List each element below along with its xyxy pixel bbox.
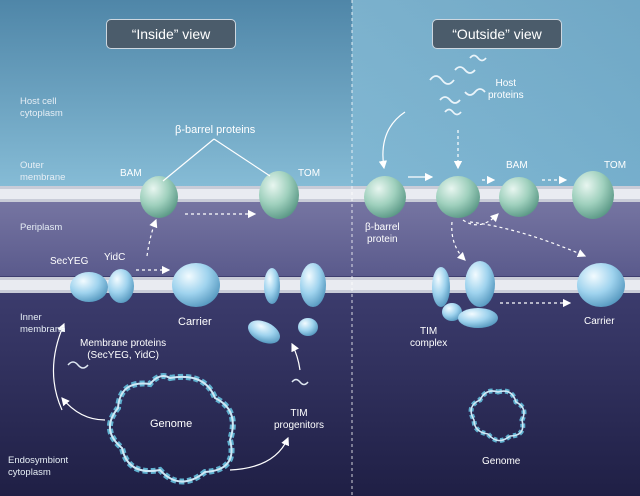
tom-label-right: TOM <box>604 160 627 171</box>
host-proteins-label: Host proteins <box>488 78 524 101</box>
genome-label-left: Genome <box>150 418 193 430</box>
inner-membrane-label: Inner membrane <box>20 312 66 335</box>
yidc-label: YidC <box>104 252 126 263</box>
beta-barrel-proteins-label: β-barrel proteins <box>175 124 256 136</box>
genome-label-right: Genome <box>482 456 521 467</box>
outside-view-title: “Outside” view <box>432 19 562 49</box>
periplasm-label: Periplasm <box>20 222 63 233</box>
bam-label-left: BAM <box>120 168 142 179</box>
beta-barrel-protein-label: β-barrel protein <box>365 222 400 245</box>
tim-complex-label: TIM complex <box>410 326 448 349</box>
membrane-proteins-label: Membrane proteins (SecYEG, YidC) <box>80 338 167 361</box>
endosymbiont-cytoplasm-label: Endosymbiont cytoplasm <box>8 455 69 478</box>
genome-left-shape <box>107 373 236 485</box>
tom-label-left: TOM <box>298 168 321 179</box>
inside-view-title: “Inside” view <box>106 19 236 49</box>
bam-label-right: BAM <box>506 160 528 171</box>
host-cytoplasm-label: Host cell cytoplasm <box>20 96 63 119</box>
carrier-label-right: Carrier <box>584 316 615 327</box>
genome-right-shape <box>468 388 527 443</box>
secyeg-label: SecYEG <box>50 256 89 267</box>
carrier-label-left: Carrier <box>178 316 212 328</box>
tim-progenitors-label: TIM progenitors <box>274 408 325 431</box>
outer-membrane-label: Outer membrane <box>20 160 66 183</box>
